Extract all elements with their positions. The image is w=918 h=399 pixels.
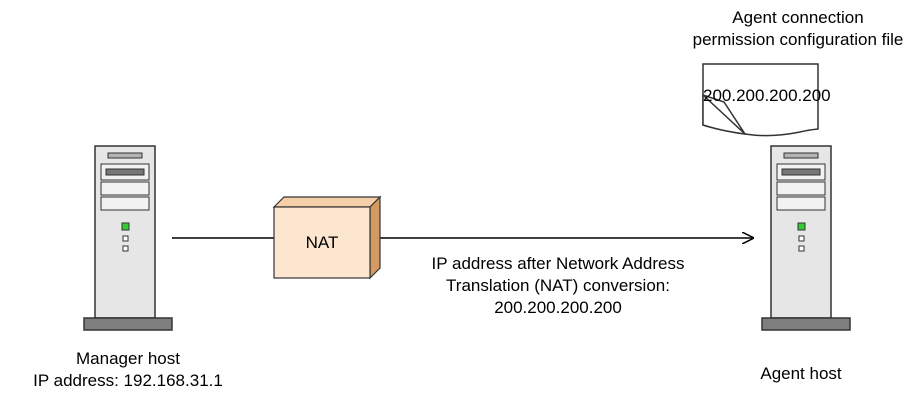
nat-box xyxy=(272,195,382,280)
manager-host-ip: IP address: 192.168.31.1 xyxy=(33,371,223,390)
manager-host-icon xyxy=(83,145,173,331)
config-file-content: 200.200.200.200 xyxy=(703,86,831,105)
config-file-title: Agent connection permission configuratio… xyxy=(678,7,918,51)
manager-host-name: Manager host xyxy=(76,349,180,368)
agent-host-label: Agent host xyxy=(760,364,842,383)
config-file-title-line1: Agent connection xyxy=(732,8,864,27)
translation-note-line3: 200.200.200.200 xyxy=(494,298,622,317)
nat-label: NAT xyxy=(305,233,339,252)
manager-host-label: Manager host IP address: 192.168.31.1 xyxy=(0,348,256,392)
translation-note-line1: IP address after Network Address xyxy=(431,254,685,273)
translation-note: IP address after Network Address Transla… xyxy=(378,253,738,319)
translation-note-line2: Translation (NAT) conversion: xyxy=(446,276,670,295)
config-file-title-line2: permission configuration file xyxy=(692,30,904,49)
config-file-note xyxy=(702,63,819,137)
agent-host-icon xyxy=(761,145,851,331)
